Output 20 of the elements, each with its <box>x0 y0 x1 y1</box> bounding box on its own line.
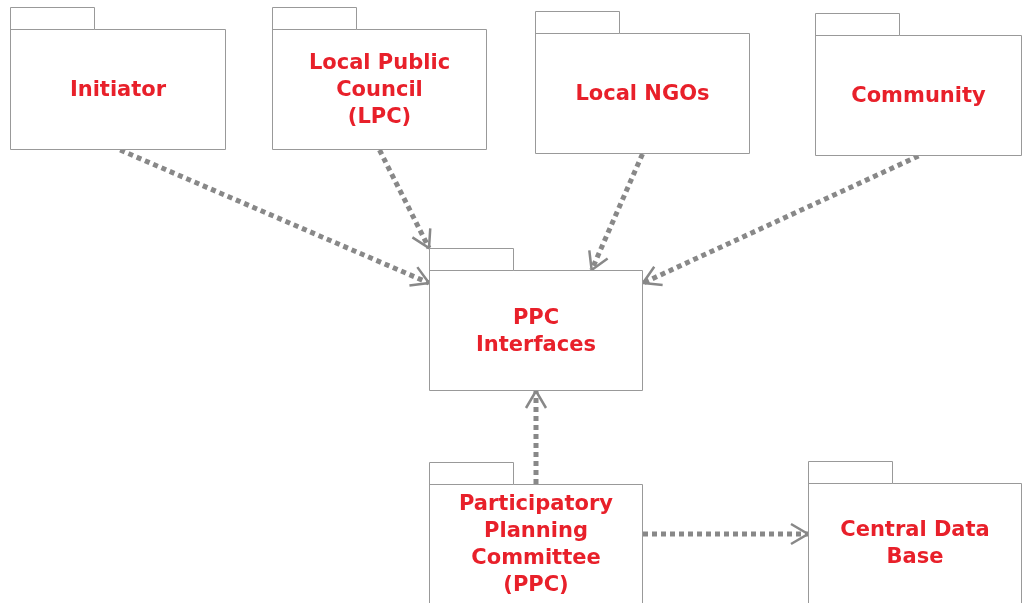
package-box <box>429 462 643 603</box>
package-box <box>808 461 1022 603</box>
package-label: Central Data Base <box>839 516 991 570</box>
package-box <box>429 248 643 391</box>
dotted-arrow <box>119 147 431 287</box>
package-label: Participatory Planning Committee (PPC) <box>458 489 614 598</box>
dotted-arrow <box>524 389 548 484</box>
package-label: Community <box>851 82 986 109</box>
package-box <box>815 13 1022 156</box>
dotted-arrow <box>588 153 645 272</box>
package-box <box>10 7 226 150</box>
package-label: Initiator <box>69 76 167 103</box>
dotted-arrow <box>377 148 432 250</box>
package-label: Local NGOs <box>575 80 710 107</box>
dotted-arrow <box>643 522 810 546</box>
package-label: PPC Interfaces <box>475 303 597 358</box>
dotted-arrow <box>641 153 920 287</box>
package-box <box>535 11 750 154</box>
package-label: Local Public Council (LPC) <box>307 49 452 130</box>
package-box <box>272 7 487 150</box>
